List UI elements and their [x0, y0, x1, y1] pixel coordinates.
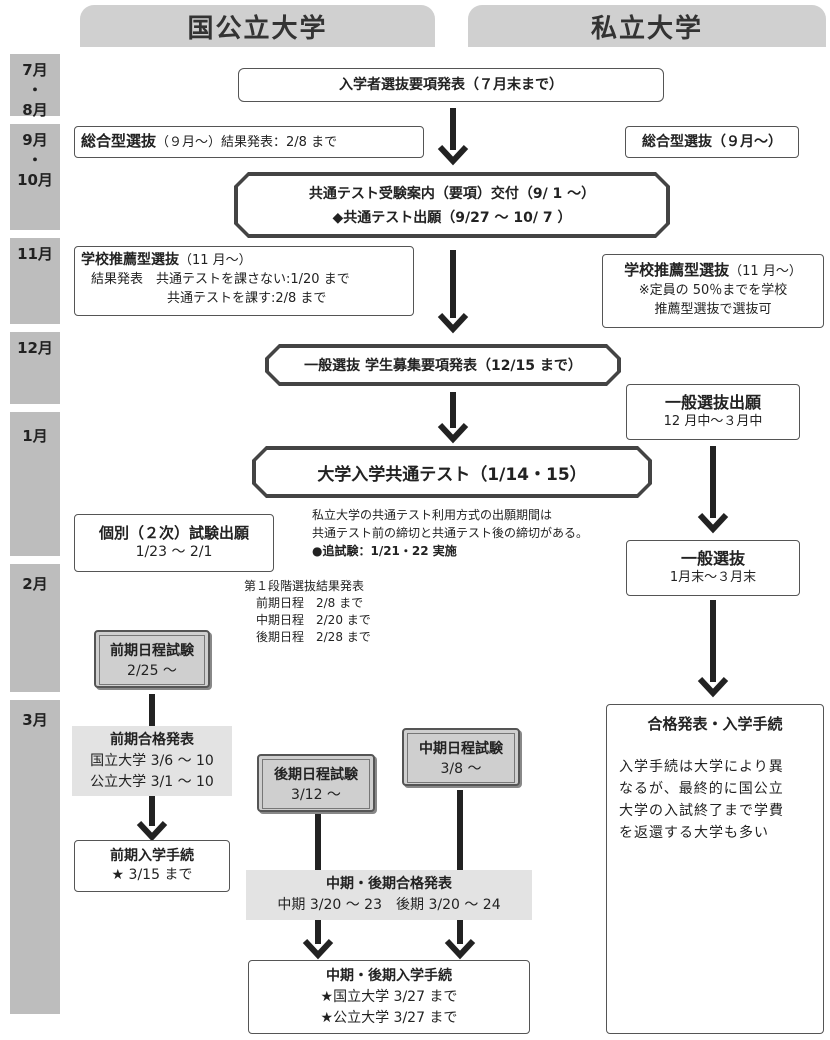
private-general-application-dates: 12 月中～３月中 [663, 414, 763, 429]
private-university-header: 私立大学 [468, 5, 826, 47]
mid-exam-date: 3/8 ～ [440, 761, 482, 777]
private-comprehensive-box: 総合型選抜（９月～） [625, 126, 799, 158]
midlate-enrollment-public: ★公立大学 3/27 まで [320, 1009, 458, 1026]
makeup-exam-note: ●追試験：1/21・22 実施 [312, 544, 457, 558]
early-exam-title: 前期日程試験 [110, 643, 194, 659]
private-final-body-2: なるが、最終的に国公立 [619, 781, 784, 797]
late-exam-date: 3/12 ～ [291, 787, 341, 803]
early-result-title: 前期合格発表 [110, 732, 194, 748]
common-test-exam: 大学入学共通テスト（1/14・15） [317, 464, 587, 485]
midlate-result-title: 中期・後期合格発表 [326, 876, 452, 892]
individual-exam-application-dates: 1/23 ～ 2/1 [135, 544, 213, 560]
month-jan: 1月 [10, 412, 60, 556]
first-stage-mid: 中期日程 2/20 まで [256, 613, 371, 627]
private-final-body-4: を返還する大学も多い [619, 825, 769, 841]
mid-exam-box: 中期日程試験 3/8 ～ [402, 728, 520, 786]
private-school-rec-period: （11 月～） [729, 264, 802, 279]
first-stage-results: 第１段階選抜結果発表 前期日程 2/8 まで 中期日程 2/20 まで 後期日程… [244, 578, 434, 646]
month-jul-aug: 7月・8月 [10, 54, 60, 119]
early-exam-date: 2/25 ～ [127, 663, 177, 679]
month-sep-oct: 9月・10月 [10, 124, 60, 230]
national-comprehensive-detail: （９月～）結果発表：2/8 まで [156, 135, 338, 150]
private-final-body-3: 大学の入試終了まで学費 [619, 803, 784, 819]
individual-exam-application-title: 個別（２次）試験出願 [98, 524, 249, 542]
early-exam-box: 前期日程試験 2/25 ～ [94, 630, 210, 688]
first-stage-late: 後期日程 2/28 まで [256, 630, 371, 644]
first-stage-title: 第１段階選抜結果発表 [244, 579, 365, 593]
national-school-rec-result-1: 結果発表 共通テストを課さない:1/20 まで [91, 272, 350, 287]
midlate-result-band: 中期・後期合格発表 中期 3/20 ～ 23 後期 3/20 ～ 24 [246, 870, 532, 920]
private-school-rec-note-2: 推薦型選抜で選抜可 [654, 302, 772, 317]
private-common-test-note-1: 私立大学の共通テスト利用方式の出願期間は [312, 508, 553, 522]
national-university-header: 国公立大学 [80, 5, 435, 47]
common-test-guide: 共通テスト受験案内（要項）交付（9/ 1 ～） [308, 186, 596, 202]
private-school-rec-title: 学校推薦型選抜 [624, 261, 730, 279]
private-final-box: 合格発表・入学手続 入学手続は大学により異 なるが、最終的に国公立 大学の入試終… [606, 704, 824, 1034]
early-enrollment-title: 前期入学手続 [110, 848, 194, 864]
midlate-enrollment-box: 中期・後期入学手続 ★国立大学 3/27 まで ★公立大学 3/27 まで [248, 960, 530, 1034]
common-test-application: ◆共通テスト出願（9/27 ～ 10/ 7 ） [332, 210, 572, 226]
month-dec: 12月 [10, 332, 60, 404]
private-general-application-title: 一般選抜出願 [664, 393, 761, 412]
guidelines-announcement: 入学者選抜要項発表（７月末まで） [339, 76, 563, 93]
common-test-exam-box: 大学入学共通テスト（1/14・15） [252, 446, 652, 498]
early-enrollment-date: ★ 3/15 まで [111, 867, 193, 883]
private-common-test-note: 私立大学の共通テスト利用方式の出願期間は 共通テスト前の締切と共通テスト後の締切… [312, 506, 632, 560]
national-school-rec-title: 学校推薦型選抜 [81, 252, 179, 268]
private-general-selection-dates: 1月末～３月末 [669, 570, 757, 585]
guidelines-announcement-box: 入学者選抜要項発表（７月末まで） [238, 68, 664, 102]
general-selection-notice-box: 一般選抜 学生募集要項発表（12/15 まで） [265, 344, 621, 386]
late-exam-box: 後期日程試験 3/12 ～ [257, 754, 375, 812]
early-result-public: 公立大学 3/1 ～ 10 [90, 774, 214, 790]
individual-exam-application-box: 個別（２次）試験出願 1/23 ～ 2/1 [74, 514, 274, 572]
private-general-selection-box: 一般選抜 1月末～３月末 [626, 540, 800, 596]
midlate-enrollment-national: ★国立大学 3/27 まで [320, 988, 458, 1005]
private-general-selection-title: 一般選抜 [680, 549, 745, 568]
mid-exam-title: 中期日程試験 [419, 741, 503, 757]
national-comprehensive-title: 総合型選抜 [81, 132, 157, 150]
private-comprehensive-title: 総合型選抜（９月～） [642, 133, 782, 150]
month-feb: 2月 [10, 564, 60, 692]
private-general-application-box: 一般選抜出願 12 月中～３月中 [626, 384, 800, 440]
general-selection-notice: 一般選抜 学生募集要項発表（12/15 まで） [304, 358, 582, 374]
month-nov: 11月 [10, 238, 60, 324]
early-enrollment-box: 前期入学手続 ★ 3/15 まで [74, 840, 230, 892]
private-common-test-note-2: 共通テスト前の締切と共通テスト後の締切がある。 [312, 526, 589, 540]
private-final-body-1: 入学手続は大学により異 [619, 759, 784, 775]
early-result-band: 前期合格発表 国立大学 3/6 ～ 10 公立大学 3/1 ～ 10 [72, 726, 232, 796]
common-test-application-box: 共通テスト受験案内（要項）交付（9/ 1 ～） ◆共通テスト出願（9/27 ～ … [234, 172, 670, 238]
late-exam-title: 後期日程試験 [274, 767, 358, 783]
private-final-title: 合格発表・入学手続 [647, 715, 783, 733]
national-comprehensive-box: 総合型選抜（９月～）結果発表：2/8 まで [74, 126, 424, 158]
private-school-rec-note-1: ※定員の 50％までを学校 [638, 283, 788, 298]
national-school-rec-result-2: 共通テストを課す:2/8 まで [167, 291, 327, 306]
midlate-enrollment-title: 中期・後期入学手続 [326, 967, 452, 984]
national-school-recommendation-box: 学校推薦型選抜（11 月～） 結果発表 共通テストを課さない:1/20 まで 共… [74, 246, 414, 316]
early-result-national: 国立大学 3/6 ～ 10 [90, 753, 214, 769]
month-mar: 3月 [10, 700, 60, 1014]
private-school-recommendation-box: 学校推薦型選抜（11 月～） ※定員の 50％までを学校 推薦型選抜で選抜可 [602, 254, 824, 328]
national-school-rec-period: （11 月～） [179, 253, 252, 268]
midlate-result-dates: 中期 3/20 ～ 23 後期 3/20 ～ 24 [277, 897, 501, 913]
first-stage-early: 前期日程 2/8 まで [256, 596, 364, 610]
